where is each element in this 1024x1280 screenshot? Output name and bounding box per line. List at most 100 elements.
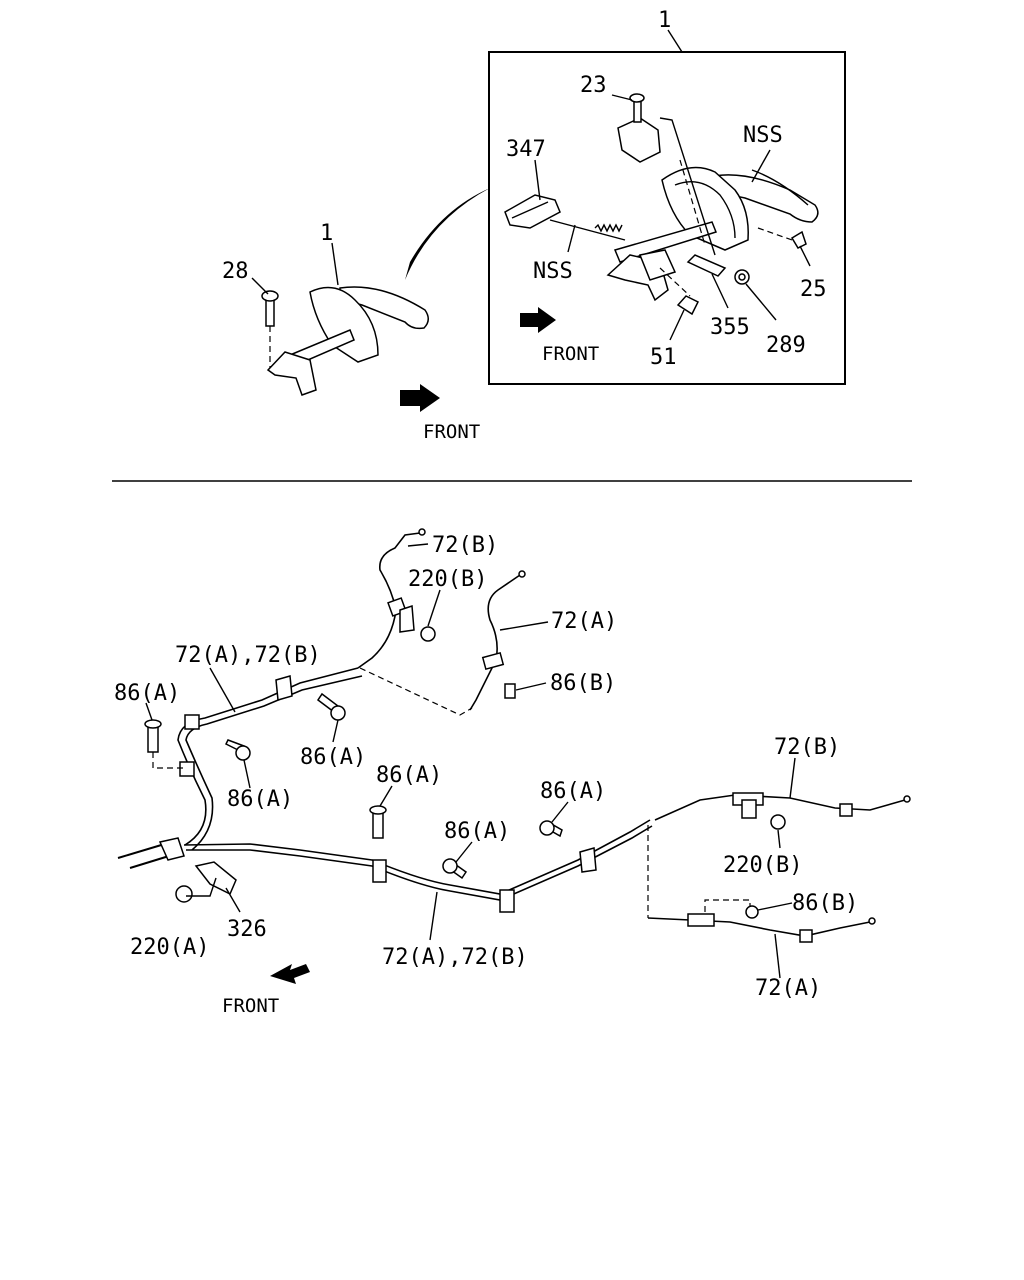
cable-main-left-2: [185, 675, 363, 851]
label-86a-left2: 86(A): [227, 787, 293, 812]
cable-72a-right-end-fitting: [799, 929, 813, 943]
inset-sector-plate: [661, 166, 749, 251]
label-86a-mid2: 86(A): [444, 819, 510, 844]
leader-72b-right: [789, 757, 796, 799]
main-front-label: FRONT: [423, 421, 480, 443]
bolt-86b-upper: [504, 683, 516, 699]
leader-220b-right: [777, 829, 781, 849]
label-86a-mid1: 86(A): [376, 763, 442, 788]
cable-72b-right-end: [903, 795, 911, 803]
part-355-sleeve: [686, 254, 727, 277]
leader-86a-left2: [243, 759, 251, 789]
label-72b-right: 72(B): [774, 735, 840, 760]
inset-bracket-flange: [638, 249, 677, 281]
dash-left-bolt: [152, 752, 185, 769]
label-220b-right: 220(B): [723, 853, 802, 878]
label-220a: 220(A): [130, 935, 209, 960]
part-25-screw: [790, 230, 807, 249]
leader-28: [251, 277, 269, 295]
label-72a-top: 72(A): [551, 609, 617, 634]
inset-dash-1: [679, 159, 706, 246]
label-86b-right: 86(B): [792, 891, 858, 916]
part-23-clip: [617, 117, 661, 163]
dash-right-bolt: [704, 899, 751, 912]
label-72ab-lower: 72(A),72(B): [382, 945, 528, 970]
cable-main-left-clamp: [179, 761, 195, 777]
bolt-86a-left1-head: [330, 705, 346, 721]
bolt-86b-right: [745, 905, 759, 919]
label-nss-left: NSS: [533, 259, 573, 284]
leader-326: [225, 887, 241, 913]
callout-1-top: 1: [658, 8, 671, 33]
leader-72ab-lower: [429, 891, 438, 941]
leader-25: [799, 245, 811, 267]
label-51: 51: [650, 345, 677, 370]
bolt-86a-left2-head: [235, 745, 251, 761]
cable-main-lower: [183, 819, 651, 895]
lower-section: 72(B) 220(B) 72(A) 72(A),72(B) 86(B) 86(…: [114, 528, 911, 1017]
leader-86a-mid2: [455, 841, 473, 863]
cable-72a-upper-end: [518, 570, 526, 578]
cable-main-left-clip: [275, 675, 293, 701]
inset-rod-thread: [594, 223, 623, 233]
label-72b-top: 72(B): [432, 533, 498, 558]
leader-nss-left: [567, 224, 576, 253]
label-nss-right: NSS: [743, 123, 783, 148]
label-347: 347: [506, 137, 546, 162]
cable-72a-right-end: [868, 917, 876, 925]
cable-72b-upper: [357, 532, 421, 669]
inset-front-arrow-icon: [520, 307, 556, 333]
leader-72b-top: [407, 543, 429, 547]
main-lever-assembly: [261, 286, 429, 396]
label-355: 355: [710, 315, 750, 340]
bracket-220b-right: [741, 799, 757, 819]
bolt-86a-mid1-head: [369, 805, 387, 815]
label-1-main: 1: [320, 221, 333, 246]
part-289-nut-hole: [738, 273, 746, 281]
bolt-86a-left3-head: [144, 719, 162, 729]
main-front-arrow-icon: [400, 384, 440, 412]
leader-86a-mid3: [551, 801, 569, 823]
bracket-220b-upper: [399, 604, 415, 633]
nut-220b-upper: [420, 626, 436, 642]
leader-1-main: [331, 242, 339, 286]
nut-220b-right: [770, 814, 786, 830]
nut-220a: [175, 885, 193, 903]
leader-86b-top: [515, 682, 547, 691]
cable-main-lower-2: [186, 825, 653, 901]
leader-23: [611, 94, 633, 101]
inset-shaft: [613, 221, 717, 263]
part-347-adjuster: [504, 194, 561, 229]
lower-front-arrow-icon: [270, 964, 310, 984]
inset-sector-arc: [674, 181, 736, 239]
leader-220a: [186, 877, 217, 897]
label-28: 28: [222, 259, 249, 284]
leader-355: [711, 273, 729, 309]
label-86a-left1: 86(A): [300, 745, 366, 770]
cable-72a-right-fitting: [687, 913, 715, 927]
leader-86a-left3: [145, 702, 153, 721]
leader-86b-right: [757, 902, 793, 911]
inset-dash-3: [757, 227, 793, 241]
cable-main-lower-clip3: [579, 847, 597, 873]
label-220b-top: 220(B): [408, 567, 487, 592]
cable-main-lower-clip1: [372, 859, 387, 883]
upper-section: 1: [222, 8, 846, 443]
leader-nss-right: [751, 149, 771, 183]
inset-frame: [488, 51, 846, 385]
label-86b-top: 86(B): [550, 671, 616, 696]
cable-72a-right: [647, 917, 871, 937]
bolt-86a-mid2-head: [442, 858, 458, 874]
leader-72a-right: [774, 933, 781, 979]
label-23: 23: [580, 73, 607, 98]
cable-72b-upper-end: [418, 528, 426, 536]
label-72ab-left: 72(A),72(B): [175, 643, 321, 668]
label-86a-mid3: 86(A): [540, 779, 606, 804]
cable-72a-upper-fitting: [481, 651, 505, 671]
label-289: 289: [766, 333, 806, 358]
leader-23-b: [659, 117, 716, 256]
leader-86a-left1: [332, 719, 339, 743]
leader-220b-top: [427, 589, 441, 627]
label-25: 25: [800, 277, 827, 302]
